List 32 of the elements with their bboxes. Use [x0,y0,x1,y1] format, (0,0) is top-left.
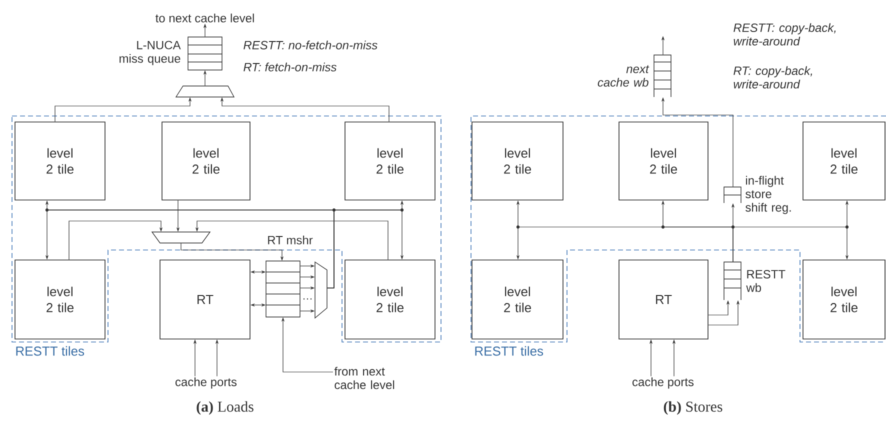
policy-note: RESTT: no-fetch-on-miss [244,40,378,50]
policy-note: RT: copy-back, write-around [734,66,812,89]
queue-label: next cache wb [598,65,650,87]
tile-box: level 2 tile [162,122,250,200]
queue-label: RT mshr [268,236,313,244]
tile-box: level 2 tile [802,260,886,340]
caption: (a) Loads [196,401,254,415]
tile-box: level 2 tile [344,260,436,340]
arrow [68,220,163,260]
queue-label: in-flight store shift reg. [746,176,791,214]
tile-box: level 2 tile [618,122,708,200]
tile-box: level 2 tile [472,260,564,340]
port-label: from next cache level [334,366,394,390]
queue-symbol [188,36,222,70]
policy-note: RESTT: copy-back, write-around [734,23,836,46]
queue-label: L-NUCA miss queue [120,40,181,66]
tile-box: level 2 tile [472,122,564,200]
port-label: to next cache level [156,14,254,22]
queue-label: RESTT wb [746,270,786,292]
node-label: RESTT tiles [16,346,84,356]
port-label: cache ports [176,377,237,389]
tile-box: level 2 tile [14,122,106,200]
caption: (b) Stores [664,401,722,415]
tile-box: level 2 tile [802,122,886,200]
port-label: cache ports [632,377,694,389]
queue-symbol [654,54,672,98]
tile-box: level 2 tile [344,122,436,200]
tile-box: RT [160,260,250,340]
tile-box: level 2 tile [14,260,106,340]
queue-symbol [724,186,742,204]
queue-symbol [266,260,300,318]
policy-note: RT: fetch-on-miss [244,62,337,72]
